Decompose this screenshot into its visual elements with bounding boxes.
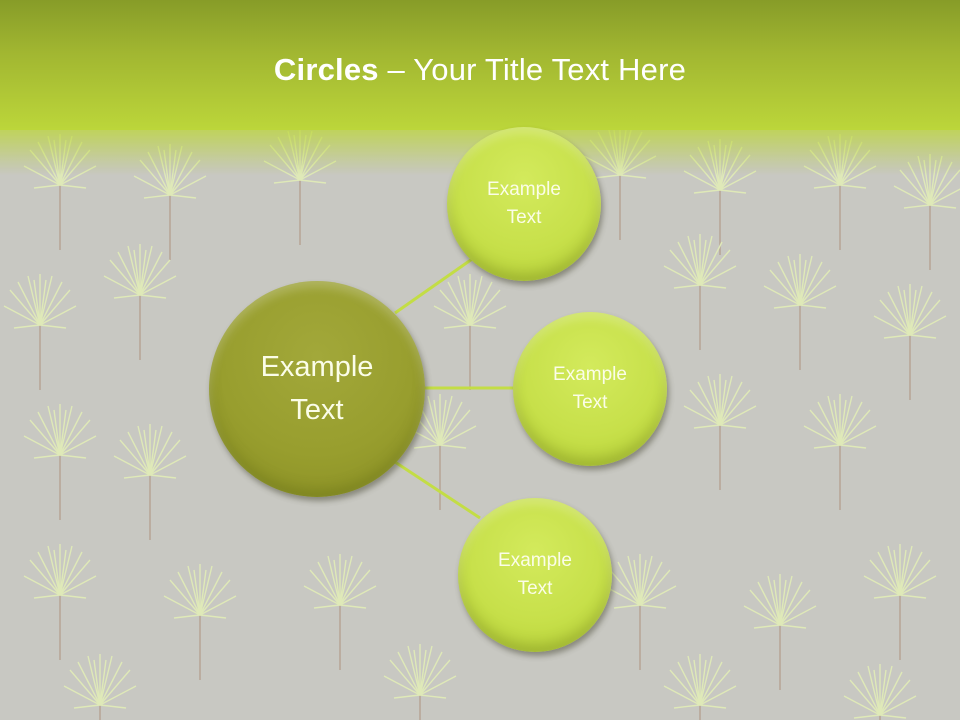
title-bar bbox=[0, 0, 960, 130]
node-circle-bottom[interactable]: Example Text bbox=[458, 498, 612, 652]
node-line1: Example bbox=[487, 178, 561, 200]
title-rest: – Your Title Text Here bbox=[378, 52, 687, 87]
connector-top bbox=[394, 255, 476, 315]
node-circle-middle[interactable]: Example Text bbox=[513, 312, 667, 466]
node-circle-top[interactable]: Example Text bbox=[447, 127, 601, 281]
node-line1: Example bbox=[553, 363, 627, 385]
slide-title[interactable]: Circles – Your Title Text Here bbox=[0, 52, 960, 88]
node-line1: Example bbox=[498, 549, 572, 571]
title-bold: Circles bbox=[273, 52, 379, 87]
connector-bottom bbox=[394, 460, 481, 520]
center-circle-line1: Example bbox=[260, 350, 374, 383]
center-circle-line2: Text bbox=[290, 394, 344, 426]
node-line2: Text bbox=[572, 392, 608, 413]
node-line2: Text bbox=[506, 207, 542, 228]
center-circle[interactable]: Example Text bbox=[209, 281, 425, 497]
node-line2: Text bbox=[517, 578, 553, 599]
